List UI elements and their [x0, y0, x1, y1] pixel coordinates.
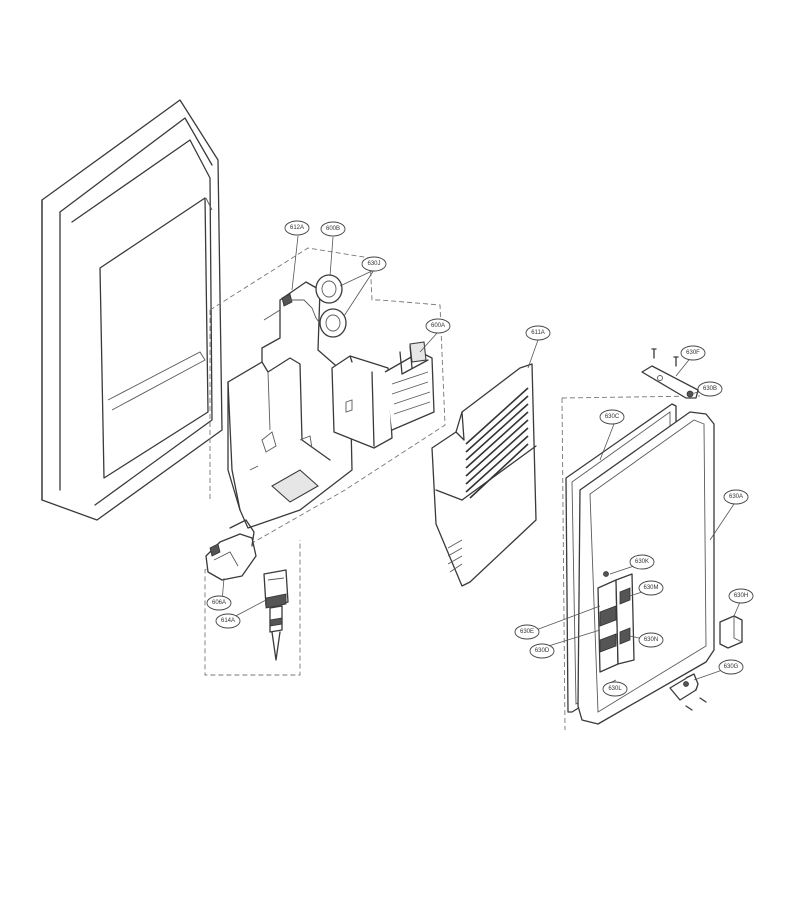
label-630d: 630D	[535, 648, 550, 654]
hinge-bracket-top	[641, 348, 699, 399]
callout-600a: 600A	[425, 318, 451, 334]
hinge-bracket-bottom	[669, 673, 707, 711]
callout-606a: 606A	[206, 595, 232, 611]
label-630k: 630K	[635, 559, 649, 565]
callout-630l: 630L	[602, 681, 628, 697]
callout-630a: 630A	[723, 489, 749, 505]
group-box-dispenser	[204, 247, 446, 676]
label-630b: 630B	[703, 386, 717, 392]
callout-630k: 630K	[629, 554, 655, 570]
label-630g: 630G	[724, 664, 739, 670]
callout-630m: 630M	[638, 580, 664, 596]
callout-630n: 630N	[638, 632, 664, 648]
callout-630h: 630H	[728, 588, 754, 604]
group-box-door	[561, 395, 701, 731]
handle-assembly	[597, 571, 635, 689]
cap	[719, 615, 743, 649]
callout-630b: 630B	[697, 381, 723, 397]
callout-600b: 600B	[320, 221, 346, 237]
label-630l: 630L	[608, 686, 622, 692]
label-630j: 630J	[367, 261, 380, 267]
label-612a: 612A	[290, 225, 304, 231]
grille-slats	[465, 387, 529, 499]
callout-630c: 630C	[599, 409, 625, 425]
callout-630f: 630F	[680, 345, 706, 361]
label-614a: 614A	[221, 618, 235, 624]
label-611a: 611A	[531, 330, 545, 336]
label-630e: 630E	[520, 629, 534, 635]
callout-614a: 614A	[215, 613, 241, 629]
callout-630g: 630G	[718, 659, 744, 675]
sensor-rod	[263, 569, 289, 661]
callout-612a: 612A	[284, 220, 310, 236]
label-600b: 600B	[326, 226, 340, 232]
callout-611a: 611A	[525, 325, 551, 341]
dispenser-housing	[227, 281, 353, 529]
callout-630e: 630E	[514, 624, 540, 640]
door-panel	[41, 99, 223, 521]
callout-630d: 630D	[529, 643, 555, 659]
cover-grille	[431, 363, 537, 587]
callout-630j: 630J	[361, 256, 387, 272]
label-630h: 630H	[734, 593, 748, 599]
label-600a: 600A	[431, 323, 445, 329]
callouts: 612A 600B 630J 600A 611A 606A 614A 630F …	[206, 220, 754, 697]
label-606a: 606A	[212, 600, 226, 606]
label-630c: 630C	[605, 414, 620, 420]
solenoid-duct	[205, 519, 257, 581]
label-630a: 630A	[729, 494, 743, 500]
label-630f: 630F	[686, 350, 700, 356]
label-630m: 630M	[643, 585, 658, 591]
ice-maker	[331, 341, 435, 449]
knob-pair	[315, 274, 347, 338]
label-630n: 630N	[644, 637, 658, 643]
